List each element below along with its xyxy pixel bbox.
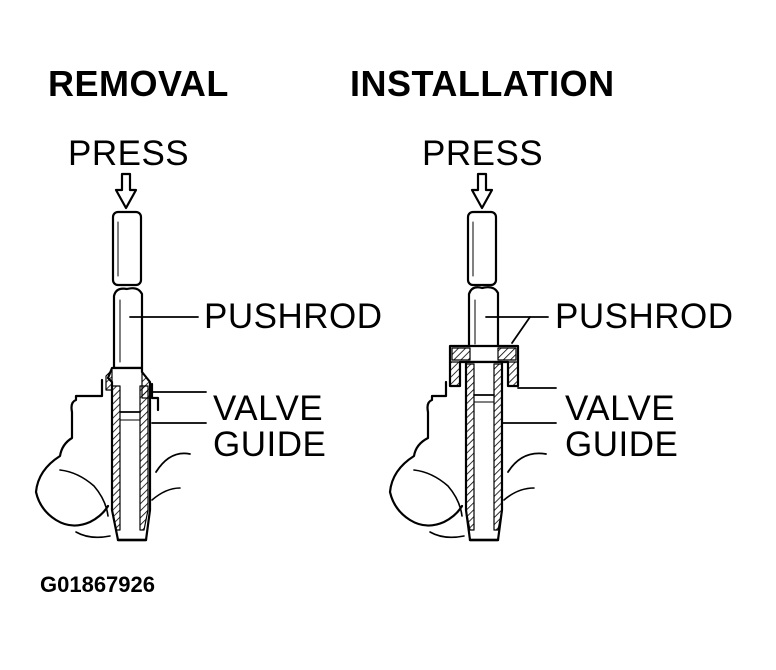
removal-pushrod	[112, 287, 144, 370]
removal-press-arrow-icon	[114, 172, 138, 210]
removal-press-label: PRESS	[68, 134, 190, 173]
figure-id: G01867926	[40, 572, 155, 597]
installation-press-tool	[466, 210, 498, 287]
installation-press-label: PRESS	[422, 134, 544, 173]
installation-title: INSTALLATION	[350, 63, 615, 104]
removal-title: REMOVAL	[48, 63, 229, 104]
installation-cylinder-head	[388, 380, 464, 527]
removal-cylinder-head	[34, 378, 110, 527]
removal-pushrod-label: PUSHROD	[204, 297, 383, 336]
removal-press-tool	[111, 210, 143, 287]
removal-assembly	[34, 172, 207, 542]
installation-pushrod-label: PUSHROD	[555, 297, 734, 336]
removal-guide-label: GUIDE	[213, 425, 327, 464]
installation-pushrod	[467, 286, 500, 352]
removal-valve-label: VALVE	[213, 389, 324, 428]
installation-press-arrow-icon	[470, 172, 494, 210]
installation-valve-label: VALVE	[565, 389, 676, 428]
installation-assembly	[388, 172, 557, 542]
installation-guide-label: GUIDE	[565, 425, 679, 464]
